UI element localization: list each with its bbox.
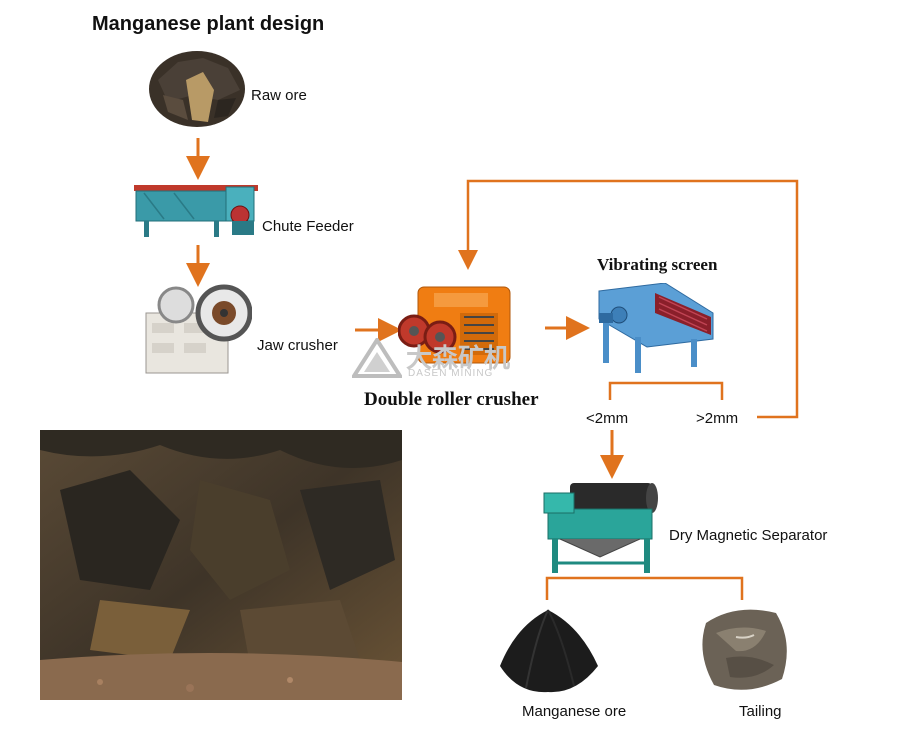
manganese-ore-image: [500, 609, 598, 693]
vibrating-screen-image: [598, 283, 714, 373]
fine-fraction-label: <2mm: [586, 410, 629, 427]
dry-magnetic-separator-image: [543, 483, 658, 573]
jaw-crusher-image: [145, 284, 252, 374]
jaw-crusher-label: Jaw crusher: [257, 337, 338, 354]
watermark-triangle-icon: [352, 338, 402, 378]
watermark-cn: 大森矿机: [406, 344, 511, 374]
diagram-title: Manganese plant design: [92, 13, 325, 35]
raw-ore-image: [149, 51, 245, 127]
manganese-ore-label: Manganese ore: [522, 703, 627, 720]
chute-feeder-label: Chute Feeder: [262, 218, 354, 235]
coarse-fraction-label: >2mm: [696, 410, 739, 427]
raw-ore-label: Raw ore: [251, 87, 307, 104]
tailing-image: [702, 609, 787, 690]
arrow-return-loop: [458, 179, 799, 419]
double-roller-crusher-image: [398, 286, 511, 364]
tailing-label: Tailing: [739, 703, 782, 720]
watermark-en: DASEN MINING: [408, 368, 494, 379]
chute-feeder-image: [134, 185, 258, 237]
double-roller-crusher-label: Double roller crusher: [364, 389, 539, 410]
dry-magnetic-separator-label: Dry Magnetic Separator: [669, 527, 828, 544]
quarry-photo: [40, 430, 402, 700]
separator-output-bracket: [545, 576, 744, 600]
vibrating-screen-label: Vibrating screen: [597, 255, 718, 274]
screen-split-bracket: [608, 381, 724, 400]
